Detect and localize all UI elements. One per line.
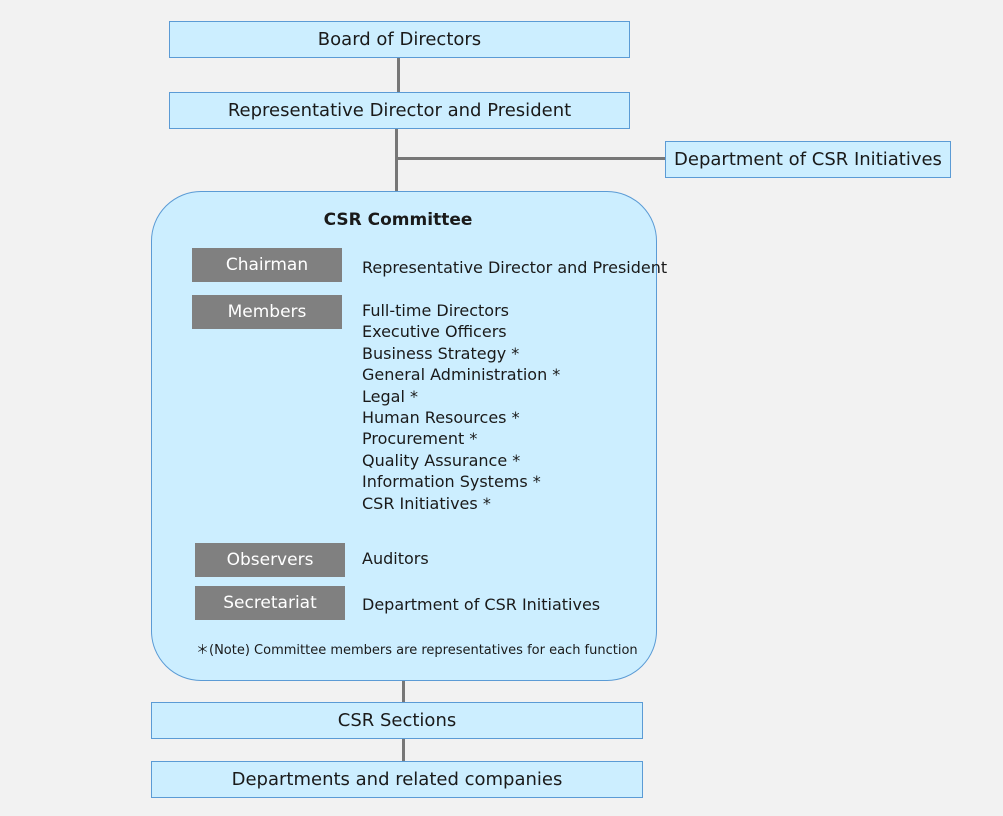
member-item: Business Strategy * xyxy=(362,343,520,363)
committee-note: ＊(Note) Committee members are representa… xyxy=(196,643,638,658)
member-item: Executive Officers xyxy=(362,322,507,342)
member-item: Human Resources * xyxy=(362,408,520,428)
connector-president-committee xyxy=(395,128,398,191)
connector-committee-sections xyxy=(402,680,405,702)
president-box: Representative Director and President xyxy=(169,92,630,129)
secretariat-tag: Secretariat xyxy=(195,586,345,620)
member-item: CSR Initiatives * xyxy=(362,493,491,513)
member-item: Full-time Directors xyxy=(362,301,509,320)
connector-csr-dept xyxy=(397,157,665,160)
observers-value: Auditors xyxy=(362,549,429,568)
chairman-value: Representative Director and President xyxy=(362,258,668,277)
member-item: Information Systems * xyxy=(362,472,541,492)
connector-board-president xyxy=(397,57,400,92)
connector-sections-departments xyxy=(402,738,405,761)
observers-tag: Observers xyxy=(195,543,345,577)
board-of-directors-box: Board of Directors xyxy=(169,21,630,58)
departments-box: Departments and related companies xyxy=(151,761,643,798)
chairman-tag: Chairman xyxy=(192,248,342,282)
members-list: Full-time Directors Executive Officers B… xyxy=(362,300,560,514)
member-item: General Administration * xyxy=(362,365,561,385)
secretariat-value: Department of CSR Initiatives xyxy=(362,595,601,614)
member-item: Procurement * xyxy=(362,429,478,449)
committee-title: CSR Committee xyxy=(323,210,473,230)
members-tag: Members xyxy=(192,295,342,329)
member-item: Quality Assurance * xyxy=(362,450,521,470)
member-item: Legal * xyxy=(362,386,418,406)
csr-sections-box: CSR Sections xyxy=(151,702,643,739)
csr-department-box: Department of CSR Initiatives xyxy=(665,141,951,178)
